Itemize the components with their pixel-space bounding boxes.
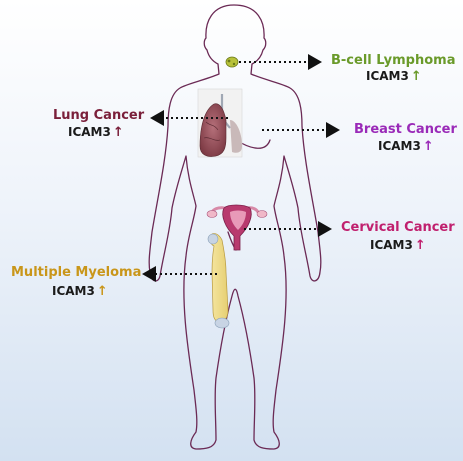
up-arrow-icon: ↑ [96, 284, 108, 299]
up-arrow-icon: ↑ [414, 238, 426, 253]
marker-text: ICAM3 [68, 125, 111, 139]
label-lung-cancer: Lung Cancer [53, 108, 145, 123]
up-arrow-icon: ↑ [112, 125, 124, 140]
up-arrow-icon: ↑ [422, 139, 434, 154]
marker-cervical-cancer: ICAM3↑ [370, 239, 426, 252]
marker-multiple-myeloma: ICAM3↑ [52, 285, 108, 298]
callout-arrows [142, 54, 340, 282]
lung-illustration [197, 88, 243, 158]
marker-lung-cancer: ICAM3↑ [68, 126, 124, 139]
lymph-node-illustration [225, 56, 239, 68]
marker-text: ICAM3 [378, 139, 421, 153]
femur-illustration [207, 233, 230, 329]
marker-text: ICAM3 [366, 69, 409, 83]
marker-breast-cancer: ICAM3↑ [378, 140, 434, 153]
label-breast-cancer: Breast Cancer [354, 122, 457, 137]
uterus-illustration [206, 204, 268, 251]
marker-b-cell-lymphoma: ICAM3↑ [366, 70, 422, 83]
up-arrow-icon: ↑ [410, 69, 422, 84]
label-multiple-myeloma: Multiple Myeloma [11, 265, 142, 280]
label-b-cell-lymphoma: B-cell Lymphoma [331, 53, 456, 68]
marker-text: ICAM3 [52, 284, 95, 298]
label-cervical-cancer: Cervical Cancer [341, 220, 455, 235]
marker-text: ICAM3 [370, 238, 413, 252]
